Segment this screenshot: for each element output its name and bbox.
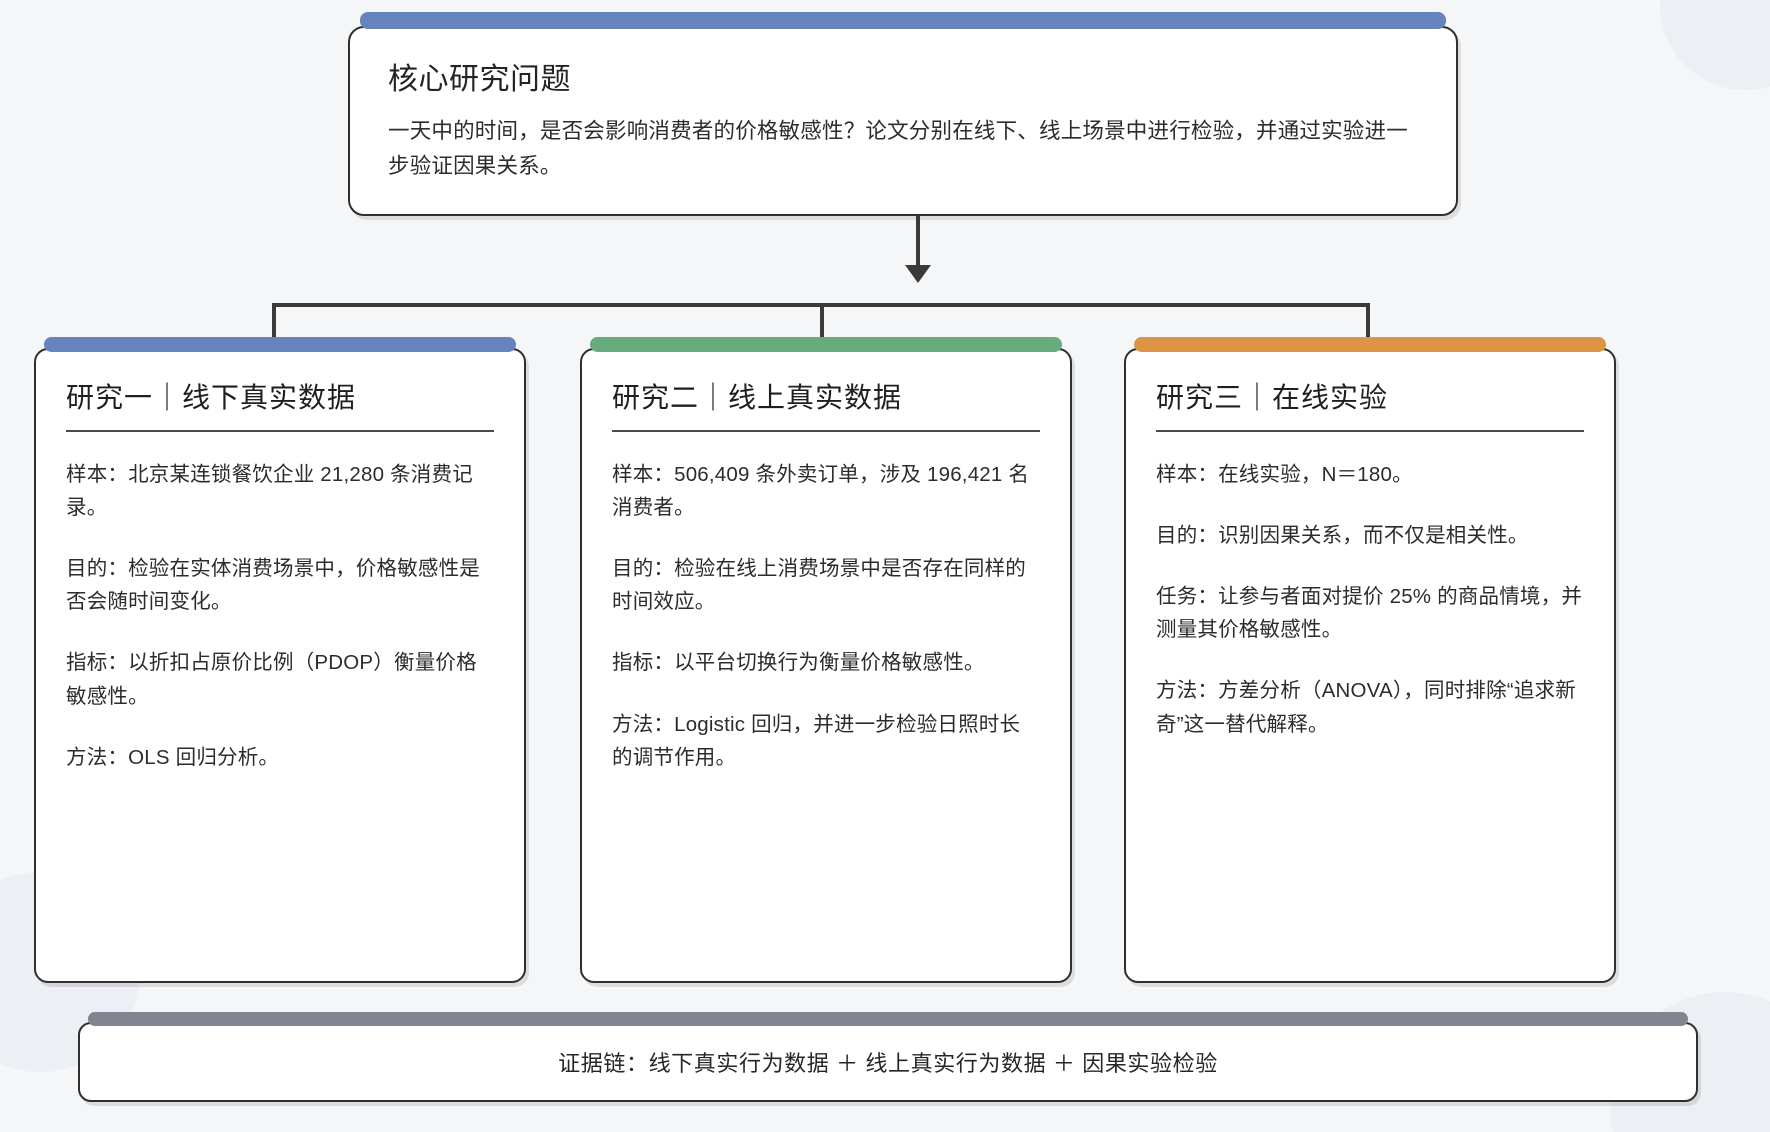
study-card-2-accent-bar: [590, 337, 1062, 352]
study-card-1-accent-bar: [44, 337, 516, 352]
study-card-3-sample: 样本：在线实验，N＝180。: [1156, 462, 1413, 486]
study-card-1-purpose: 目的：检验在实体消费场景中，价格敏感性是否会随时间变化。: [66, 556, 480, 614]
study-card-1-metric: 指标：以折扣占原价比例（PDOP）衡量价格敏感性。: [66, 651, 477, 708]
study-card-3-accent-bar: [1134, 337, 1606, 352]
root-card-title: 核心研究问题: [388, 63, 571, 96]
study-card-1-title: 研究一｜线下真实数据: [66, 382, 357, 413]
connector-drop-study-2: [820, 303, 824, 343]
study-card-1-method: 方法：OLS 回归分析。: [66, 745, 280, 769]
study-card-2-sample: 样本：506,409 条外卖订单，涉及 196,421 名消费者。: [612, 462, 1030, 519]
study-card-3-task: 任务：让参与者面对提价 25% 的商品情境，并测量其价格敏感性。: [1156, 584, 1583, 642]
study-card-3: 研究三｜在线实验 样本：在线实验，N＝180。 目的：识别因果关系，而不仅是相关…: [1124, 337, 1616, 983]
study-card-1-divider: [66, 430, 494, 432]
study-card-2: 研究二｜线上真实数据 样本：506,409 条外卖订单，涉及 196,421 名…: [580, 337, 1072, 983]
study-card-2-title: 研究二｜线上真实数据: [612, 382, 903, 413]
study-card-3-title: 研究三｜在线实验: [1156, 382, 1389, 413]
root-card-description: 一天中的时间，是否会影响消费者的价格敏感性？论文分别在线下、线上场景中进行检验，…: [388, 119, 1408, 178]
connector-arrowhead-icon: [905, 265, 931, 283]
study-card-2-method: 方法：Logistic 回归，并进一步检验日照时长的调节作用。: [612, 712, 1021, 769]
root-question-card: 核心研究问题 一天中的时间，是否会影响消费者的价格敏感性？论文分别在线下、线上场…: [348, 12, 1458, 216]
study-card-2-divider: [612, 430, 1040, 432]
study-card-3-method: 方法：方差分析（ANOVA），同时排除“追求新奇”这一替代解释。: [1156, 679, 1576, 736]
connector-drop-study-3: [1366, 303, 1370, 343]
root-card-accent-bar: [360, 12, 1446, 29]
connector-drop-study-1: [272, 303, 276, 343]
evidence-chain-text: 证据链：线下真实行为数据 ＋ 线上真实行为数据 ＋ 因果实验检验: [558, 1051, 1218, 1076]
study-card-1: 研究一｜线下真实数据 样本：北京某连锁餐饮企业 21,280 条消费记录。 目的…: [34, 337, 526, 983]
study-card-2-metric: 指标：以平台切换行为衡量价格敏感性。: [612, 651, 985, 675]
study-card-2-purpose: 目的：检验在线上消费场景中是否存在同样的时间效应。: [612, 556, 1026, 614]
study-card-3-purpose: 目的：识别因果关系，而不仅是相关性。: [1156, 523, 1529, 547]
study-card-3-divider: [1156, 430, 1584, 432]
connector-stem: [916, 216, 920, 271]
evidence-chain-card: 证据链：线下真实行为数据 ＋ 线上真实行为数据 ＋ 因果实验检验: [78, 1012, 1698, 1102]
evidence-chain-accent-bar: [88, 1012, 1688, 1026]
study-card-1-sample: 样本：北京某连锁餐饮企业 21,280 条消费记录。: [66, 462, 473, 519]
